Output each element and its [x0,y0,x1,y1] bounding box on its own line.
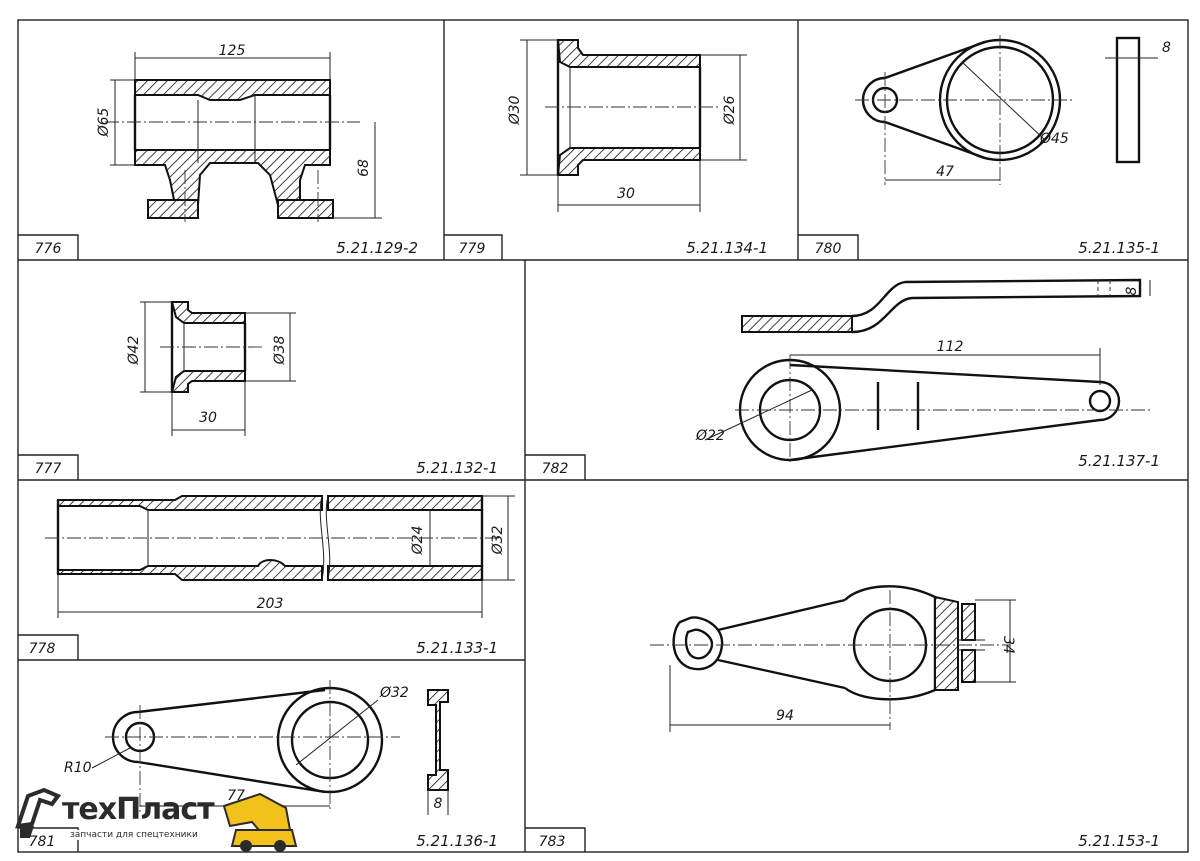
part-code-783: 5.21.153-1 [1078,832,1160,850]
dim-776-diameter: Ø65 [96,107,112,137]
dim-783-center-distance: 94 [776,708,794,724]
part-code-781: 5.21.136-1 [416,832,498,850]
dim-781-thickness: 8 [434,796,443,812]
part-782-drawing [704,278,1151,465]
dim-778-outer-diameter: Ø32 [490,525,506,555]
grid-frame [17,19,1189,853]
part-number-779: 779 [459,241,486,257]
dim-776-length: 125 [219,43,246,59]
part-779-drawing [520,39,747,212]
dim-779-length: 30 [617,186,635,202]
dim-780-center-distance: 47 [936,164,954,180]
brand-tagline: запчасти для спецтехники [70,830,198,840]
part-783-drawing [650,585,1016,732]
part-number-776: 776 [35,241,62,257]
dim-779-inner-diameter: Ø26 [722,95,738,125]
dim-782-thickness: 8 [1124,286,1140,295]
dim-776-height: 68 [356,159,372,177]
dim-781-radius: R10 [64,760,92,776]
dim-779-outer-diameter: Ø30 [507,95,523,125]
part-code-777: 5.21.132-1 [416,459,498,477]
dim-778-inner-diameter: Ø24 [410,526,426,556]
dim-777-inner-diameter: Ø38 [272,335,288,365]
part-776-drawing [105,52,382,222]
part-code-780: 5.21.135-1 [1078,239,1160,257]
part-number-783: 783 [539,834,566,850]
excavator-icon [15,787,298,852]
part-778-drawing [45,495,515,618]
part-number-777: 777 [35,461,62,477]
part-number-780: 780 [815,241,842,257]
dim-781-bore-diameter: Ø32 [379,685,409,701]
part-781-drawing [91,680,449,815]
dim-782-diameter: Ø22 [695,428,725,444]
dim-782-center-distance: 112 [937,339,964,355]
brand-logo: техПласт запчасти для спецтехники [14,786,304,858]
part-code-782: 5.21.137-1 [1078,452,1160,470]
part-number-782: 782 [542,461,569,477]
part-780-drawing [855,35,1158,185]
part-code-778: 5.21.133-1 [416,639,498,657]
part-number-781: 781 [29,834,56,850]
dim-778-length: 203 [257,596,284,612]
part-777-drawing [140,301,296,436]
part-code-779: 5.21.134-1 [686,239,768,257]
dim-783-width: 34 [1000,636,1016,654]
part-code-776: 5.21.129-2 [336,239,418,257]
dim-777-length: 30 [199,410,217,426]
brand-name: техПласт [62,792,215,827]
dim-780-diameter: Ø45 [1039,131,1069,147]
dim-780-thickness: 8 [1162,40,1171,56]
part-number-778: 778 [29,641,56,657]
dim-777-outer-diameter: Ø42 [126,335,142,365]
